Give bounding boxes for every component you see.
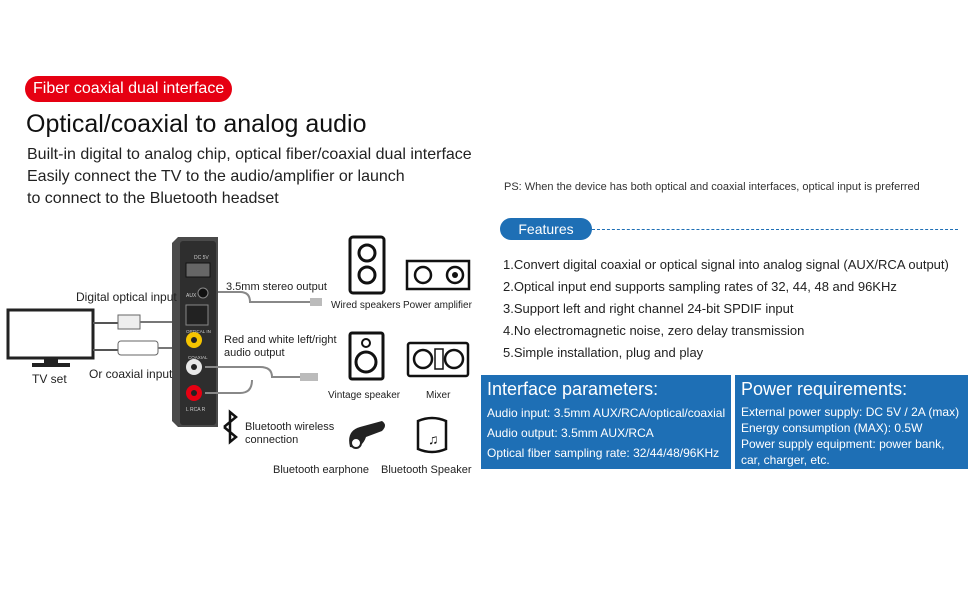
bluetooth-wireless-line: Bluetooth wireless — [245, 421, 335, 433]
mixer-label: Mixer — [426, 390, 451, 401]
mixer-icon — [406, 341, 470, 378]
panel-title: Interface parameters: — [487, 379, 659, 399]
rca-output-line: audio output — [224, 347, 285, 359]
panel-line: Audio input: 3.5mm AUX/RCA/optical/coaxi… — [487, 406, 726, 420]
bluetooth-wireless-line: connection — [245, 434, 299, 446]
intro-text: Built-in digital to analog chip, optical… — [27, 144, 472, 210]
port-label-rca: L RCA R — [186, 407, 206, 413]
panel-line: Audio output: 3.5mm AUX/RCA — [487, 426, 654, 440]
power-requirements-panel: Power requirements: External power suppl… — [735, 375, 968, 469]
rca-cable — [205, 366, 300, 378]
port-label-coaxial: COAXIAL — [188, 355, 208, 360]
aux-cable — [218, 291, 320, 303]
page-title: Optical/coaxial to analog audio — [26, 110, 367, 138]
bluetooth-speaker-icon: ♫ — [416, 416, 448, 454]
features-list: 1.Convert digital coaxial or optical sig… — [503, 254, 949, 364]
wired-speakers-icon — [348, 235, 386, 295]
panel-line: External power supply: DC 5V / 2A (max) — [741, 405, 960, 419]
panel-line: car, charger, etc. — [741, 453, 830, 467]
feature-item: 2.Optical input end supports sampling ra… — [503, 279, 897, 294]
stereo-output-label: 3.5mm stereo output — [226, 281, 327, 293]
power-amplifier-label: Power amplifier — [403, 300, 472, 311]
wired-speakers-label: Wired speakers — [331, 300, 401, 311]
features-divider — [592, 229, 958, 230]
feature-item: 3.Support left and right channel 24-bit … — [503, 301, 794, 316]
vintage-speaker-icon — [348, 331, 385, 381]
interface-parameters-panel: Interface parameters: Audio input: 3.5mm… — [481, 375, 731, 469]
port-label-optical: OPTICAL IN — [186, 329, 211, 334]
intro-line: Built-in digital to analog chip, optical… — [27, 146, 472, 163]
rca-output-label: Red and white left/right audio output — [224, 334, 337, 360]
rca-cable — [205, 379, 253, 394]
feature-item: 1.Convert digital coaxial or optical sig… — [503, 257, 949, 272]
panel-line: Power supply equipment: power bank, — [741, 437, 945, 451]
rca-plug-icon — [300, 373, 318, 381]
power-amplifier-icon — [405, 259, 471, 291]
bluetooth-earphone-icon — [349, 421, 385, 449]
panel-title: Power requirements: — [741, 379, 908, 399]
rca-output-line: Red and white left/right — [224, 334, 337, 346]
panel-line: Optical fiber sampling rate: 32/44/48/96… — [487, 446, 720, 460]
bluetooth-wireless-label: Bluetooth wireless connection — [245, 421, 334, 447]
digital-optical-input-label: Digital optical input — [76, 290, 177, 304]
features-badge: Features — [500, 218, 592, 240]
ps-note: PS: When the device has both optical and… — [504, 181, 920, 193]
bluetooth-speaker-label: Bluetooth Speaker — [381, 464, 472, 476]
vintage-speaker-label: Vintage speaker — [328, 390, 401, 401]
connection-diagram: ♫ DC 5V AUX OPTICAL IN COAXIAL L RCA R — [6, 235, 471, 454]
feature-item: 5.Simple installation, plug and play — [503, 345, 704, 360]
bluetooth-icon — [223, 409, 238, 445]
coaxial-plug-icon — [117, 340, 159, 356]
converter-device-icon — [172, 237, 218, 427]
bluetooth-earphone-label: Bluetooth earphone — [273, 464, 370, 476]
category-badge: Fiber coaxial dual interface — [25, 76, 233, 102]
intro-line: Easily connect the TV to the audio/ampli… — [27, 168, 405, 185]
optical-plug-icon — [117, 314, 141, 330]
aux-plug-icon — [310, 298, 322, 306]
panel-line: Energy consumption (MAX): 0.5W — [741, 421, 923, 435]
intro-line: to connect to the Bluetooth headset — [27, 190, 279, 207]
feature-item: 4.No electromagnetic noise, zero delay t… — [503, 323, 805, 338]
svg-text:♫: ♫ — [428, 431, 439, 447]
port-label-dc: DC 5V — [194, 255, 209, 261]
coaxial-input-label: Or coaxial input — [89, 367, 173, 381]
tv-icon — [6, 308, 95, 367]
port-label-aux: AUX — [186, 293, 197, 299]
tv-set-label: TV set — [32, 372, 67, 386]
